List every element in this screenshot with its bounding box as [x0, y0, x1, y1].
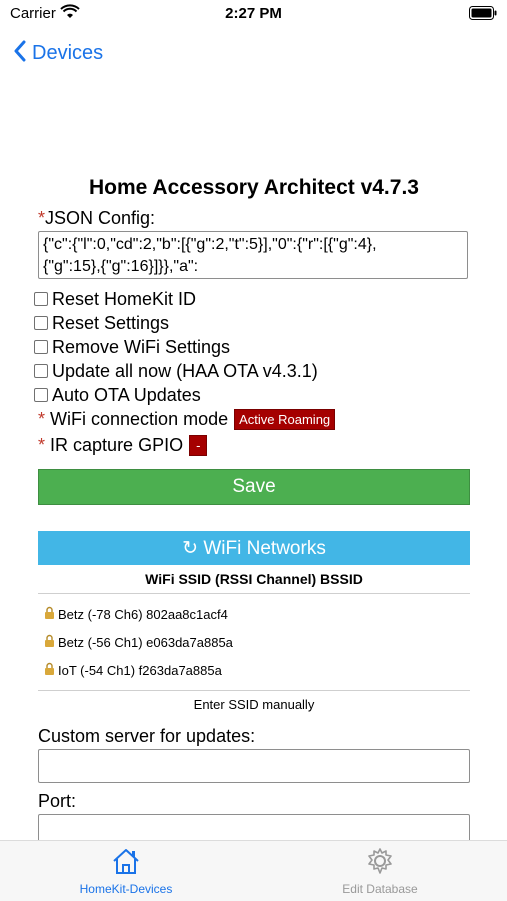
json-config-textarea[interactable]: {"c":{"l":0,"cd":2,"b":[{"g":2,"t":5}],"… — [38, 231, 468, 279]
auto-ota-updates-checkbox[interactable]: Auto OTA Updates — [34, 383, 470, 407]
remove-wifi-settings-checkbox[interactable]: Remove WiFi Settings — [34, 335, 470, 359]
json-line-2: {"g":15},{"g":16}]}},"a": — [43, 258, 199, 275]
wifi-signal-icon — [60, 4, 80, 25]
tab-homekit-devices[interactable]: HomeKit-Devices — [26, 847, 226, 896]
lock-icon — [44, 634, 55, 650]
back-label: Devices — [32, 41, 104, 64]
checkbox-label: Remove WiFi Settings — [52, 336, 231, 357]
status-bar: Carrier 2:27 PM — [0, 0, 507, 30]
ir-gpio-select[interactable]: - — [189, 434, 208, 456]
ir-gpio-row: * IR capture GPIO - — [38, 433, 470, 457]
required-mark: * — [38, 434, 46, 455]
carrier-label: Carrier — [10, 5, 56, 22]
checkbox-box[interactable] — [34, 316, 48, 330]
main-content: Home Accessory Architect v4.7.3 *JSON Co… — [34, 170, 470, 848]
wifi-network-item[interactable]: Betz (-78 Ch6) 802aa8c1acf4 — [44, 600, 470, 628]
lock-icon — [44, 662, 55, 678]
network-text: IoT (-54 Ch1) f263da7a885a — [58, 662, 222, 678]
checkbox-label: Update all now (HAA OTA v4.3.1) — [52, 360, 318, 381]
checkbox-box[interactable] — [34, 388, 48, 402]
wifi-list-header: WiFi SSID (RSSI Channel) BSSID — [145, 571, 363, 587]
checkbox-label: Reset HomeKit ID — [52, 288, 197, 309]
clock: 2:27 PM — [225, 5, 282, 22]
required-mark: * — [38, 208, 46, 228]
wifi-mode-label: WiFi connection mode — [50, 408, 229, 429]
reset-homekit-id-checkbox[interactable]: Reset HomeKit ID — [34, 287, 470, 311]
wifi-network-item[interactable]: Betz (-56 Ch1) e063da7a885a — [44, 628, 470, 656]
checkbox-label: Reset Settings — [52, 312, 170, 333]
battery-icon — [469, 6, 497, 25]
required-mark: * — [38, 408, 46, 429]
save-button[interactable]: Save — [38, 469, 470, 505]
tab-edit-database[interactable]: Edit Database — [280, 847, 480, 896]
json-line-1: {"c":{"l":0,"cd":2,"b":[{"g":2,"t":5}],"… — [43, 236, 377, 253]
back-button[interactable]: Devices — [14, 40, 103, 66]
reset-settings-checkbox[interactable]: Reset Settings — [34, 311, 470, 335]
ir-gpio-label: IR capture GPIO — [50, 434, 184, 455]
network-text: Betz (-56 Ch1) e063da7a885a — [58, 634, 233, 650]
divider — [38, 593, 470, 594]
network-text: Betz (-78 Ch6) 802aa8c1acf4 — [58, 606, 228, 622]
checkbox-label: Auto OTA Updates — [52, 384, 201, 405]
tab-label: Edit Database — [342, 882, 418, 896]
port-label: Port: — [38, 791, 77, 811]
home-icon — [111, 849, 141, 879]
wifi-networks-button[interactable]: ↻ WiFi Networks — [38, 531, 470, 565]
custom-server-input[interactable] — [38, 749, 470, 783]
wifi-mode-select[interactable]: Active Roaming — [234, 408, 336, 430]
tab-label: HomeKit-Devices — [79, 882, 173, 896]
checkbox-box[interactable] — [34, 340, 48, 354]
wifi-network-item[interactable]: IoT (-54 Ch1) f263da7a885a — [44, 656, 470, 684]
enter-ssid-manually-link[interactable]: Enter SSID manually — [193, 697, 315, 712]
checkbox-box[interactable] — [34, 364, 48, 378]
lock-icon — [44, 606, 55, 622]
divider — [38, 690, 470, 691]
tab-bar: HomeKit-Devices Edit Database — [0, 840, 507, 901]
update-all-now-checkbox[interactable]: Update all now (HAA OTA v4.3.1) — [34, 359, 470, 383]
checkbox-box[interactable] — [34, 292, 48, 306]
chevron-left-icon — [14, 40, 26, 67]
gear-icon — [365, 848, 395, 879]
custom-server-label: Custom server for updates: — [38, 726, 256, 746]
wifi-mode-row: * WiFi connection mode Active Roaming — [38, 407, 470, 431]
page-title: Home Accessory Architect v4.7.3 — [89, 176, 419, 199]
json-config-label: *JSON Config: — [38, 208, 156, 228]
